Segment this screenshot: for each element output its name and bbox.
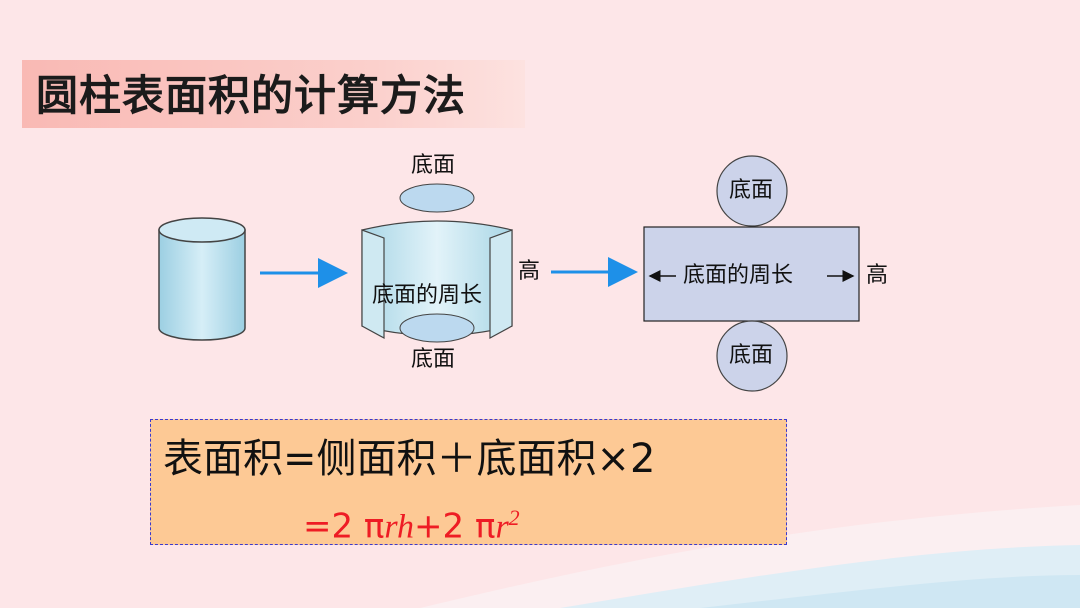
formula-part-prefix: =2 π <box>303 506 385 547</box>
cylinder-unrolling <box>361 183 513 343</box>
formula-var-h: h <box>397 508 415 546</box>
formula-var-r: r <box>384 508 398 546</box>
bottom-base-label: 底面 <box>411 347 456 372</box>
cylinder-net <box>643 155 860 392</box>
cylinder-solid <box>158 217 246 341</box>
title-banner <box>22 60 525 128</box>
formula-box <box>150 419 787 545</box>
net-rect-circumference-label: 底面的周长 <box>683 263 794 288</box>
lateral-circumference-label: 底面的周长 <box>372 283 483 308</box>
top-base-label: 底面 <box>411 153 456 178</box>
net-height-label: 高 <box>866 263 889 288</box>
net-top-circle-label: 底面 <box>729 178 774 203</box>
net-bottom-circle-label: 底面 <box>729 343 774 368</box>
formula-exponent: 2 <box>508 505 520 530</box>
height-label: 高 <box>518 259 541 284</box>
formula-part-middle: +2 π <box>414 506 496 547</box>
page-title: 圆柱表面积的计算方法 <box>36 71 467 120</box>
formula-line-2: =2 πrh+2 πr2 <box>303 496 520 549</box>
formula-line-1: 表面积=侧面积＋底面积×2 <box>163 436 656 482</box>
formula-var-r2: r <box>495 508 509 546</box>
